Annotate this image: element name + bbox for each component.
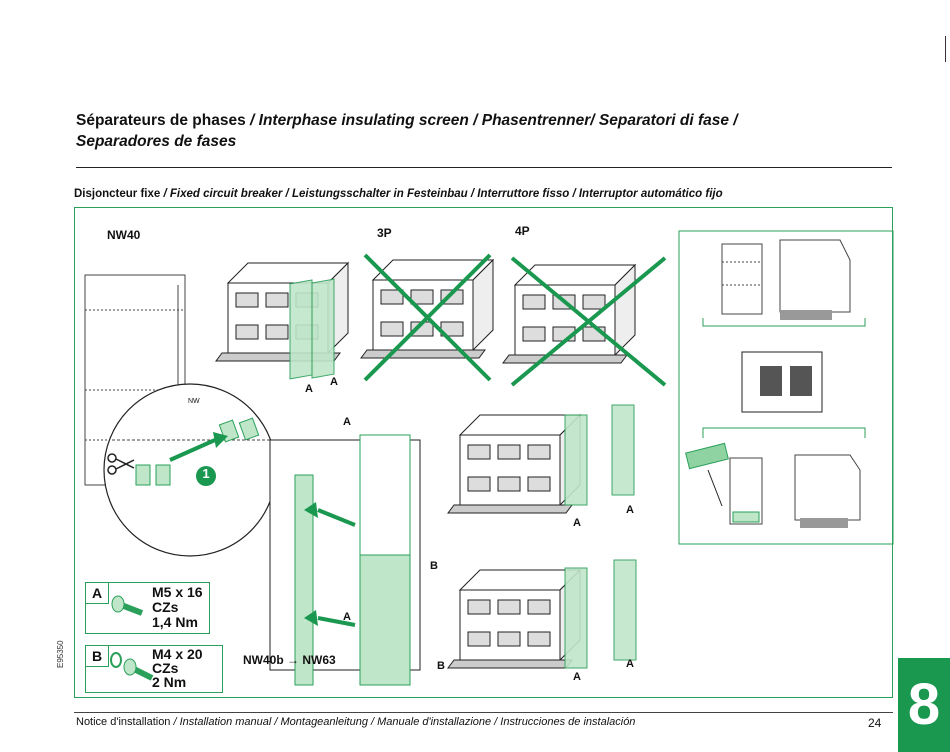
screw-washer-icon — [110, 652, 154, 681]
title-spanish: Separadores de fases — [76, 133, 237, 150]
label-nw-small: NW — [188, 398, 200, 405]
scissors-icon — [107, 453, 135, 475]
spec-a-finish: CZs — [152, 599, 179, 615]
marker-b: B — [437, 660, 445, 672]
marker-a: A — [305, 383, 313, 395]
chapter-tab[interactable]: 8 — [898, 658, 950, 752]
footer-rule — [74, 712, 893, 713]
label-range: NW40b → NW63 — [243, 653, 336, 667]
side-view-top — [702, 239, 866, 327]
screen-pieces — [135, 417, 260, 486]
cross-3p — [363, 253, 492, 382]
title-rule — [76, 167, 892, 168]
breaker-iso-view — [741, 351, 823, 413]
screw-icon — [111, 595, 144, 616]
cross-4p — [510, 256, 667, 387]
step-number: 1 — [202, 466, 210, 481]
side-view-bottom — [685, 427, 866, 528]
breaker-mid — [447, 414, 581, 514]
page-title: Séparateurs de phases / Interphase insul… — [76, 110, 796, 152]
footer-translations: / Installation manual / Montageanleitung… — [170, 716, 636, 728]
subtitle-french: Disjoncteur fixe — [74, 188, 161, 200]
breaker-4p — [502, 264, 636, 364]
title-french: Séparateurs de phases — [76, 112, 246, 129]
breaker-bottom — [447, 569, 581, 669]
marker-a: A — [573, 671, 581, 683]
label-nw40: NW40 — [107, 228, 141, 242]
marker-a: A — [330, 376, 338, 388]
step-badge — [196, 466, 216, 486]
spec-a-size: M5 x 16 — [152, 584, 203, 600]
marker-b: B — [430, 560, 438, 572]
marker-a: A — [343, 611, 351, 623]
marker-a: A — [343, 416, 351, 428]
spec-box-b: B M4 x 20 CZs 2 Nm — [85, 645, 223, 693]
figure-code: E95350 — [56, 640, 65, 668]
spec-b-finish: CZs — [152, 660, 179, 676]
exploded-view — [269, 434, 421, 686]
detail-circle — [103, 383, 277, 557]
side-panel — [678, 230, 894, 545]
spec-b-size: M4 x 20 — [152, 646, 203, 662]
spec-b-torque: 2 Nm — [152, 674, 187, 690]
spec-a-torque: 1,4 Nm — [152, 614, 198, 630]
breaker-3p — [360, 259, 494, 359]
spec-key-b: B — [86, 646, 109, 667]
label-3p: 3P — [377, 226, 392, 240]
section-subtitle: Disjoncteur fixe / Fixed circuit breaker… — [74, 188, 723, 200]
title-translations: / Interphase insulating screen / Phasent… — [245, 112, 738, 129]
marker-a: A — [626, 658, 634, 670]
page-number: 24 — [868, 716, 882, 730]
page-edge-mark — [945, 36, 946, 62]
subtitle-translations: / Fixed circuit breaker / Leistungsschal… — [160, 188, 723, 200]
footer-text: Notice d'installation / Installation man… — [76, 716, 635, 728]
marker-a: A — [573, 517, 581, 529]
spec-box-a: A M5 x 16 CZs 1,4 Nm — [85, 582, 210, 634]
spec-key-a: A — [86, 583, 109, 604]
label-4p: 4P — [515, 224, 530, 238]
footer-french: Notice d'installation — [76, 716, 171, 728]
marker-a: A — [626, 504, 634, 516]
